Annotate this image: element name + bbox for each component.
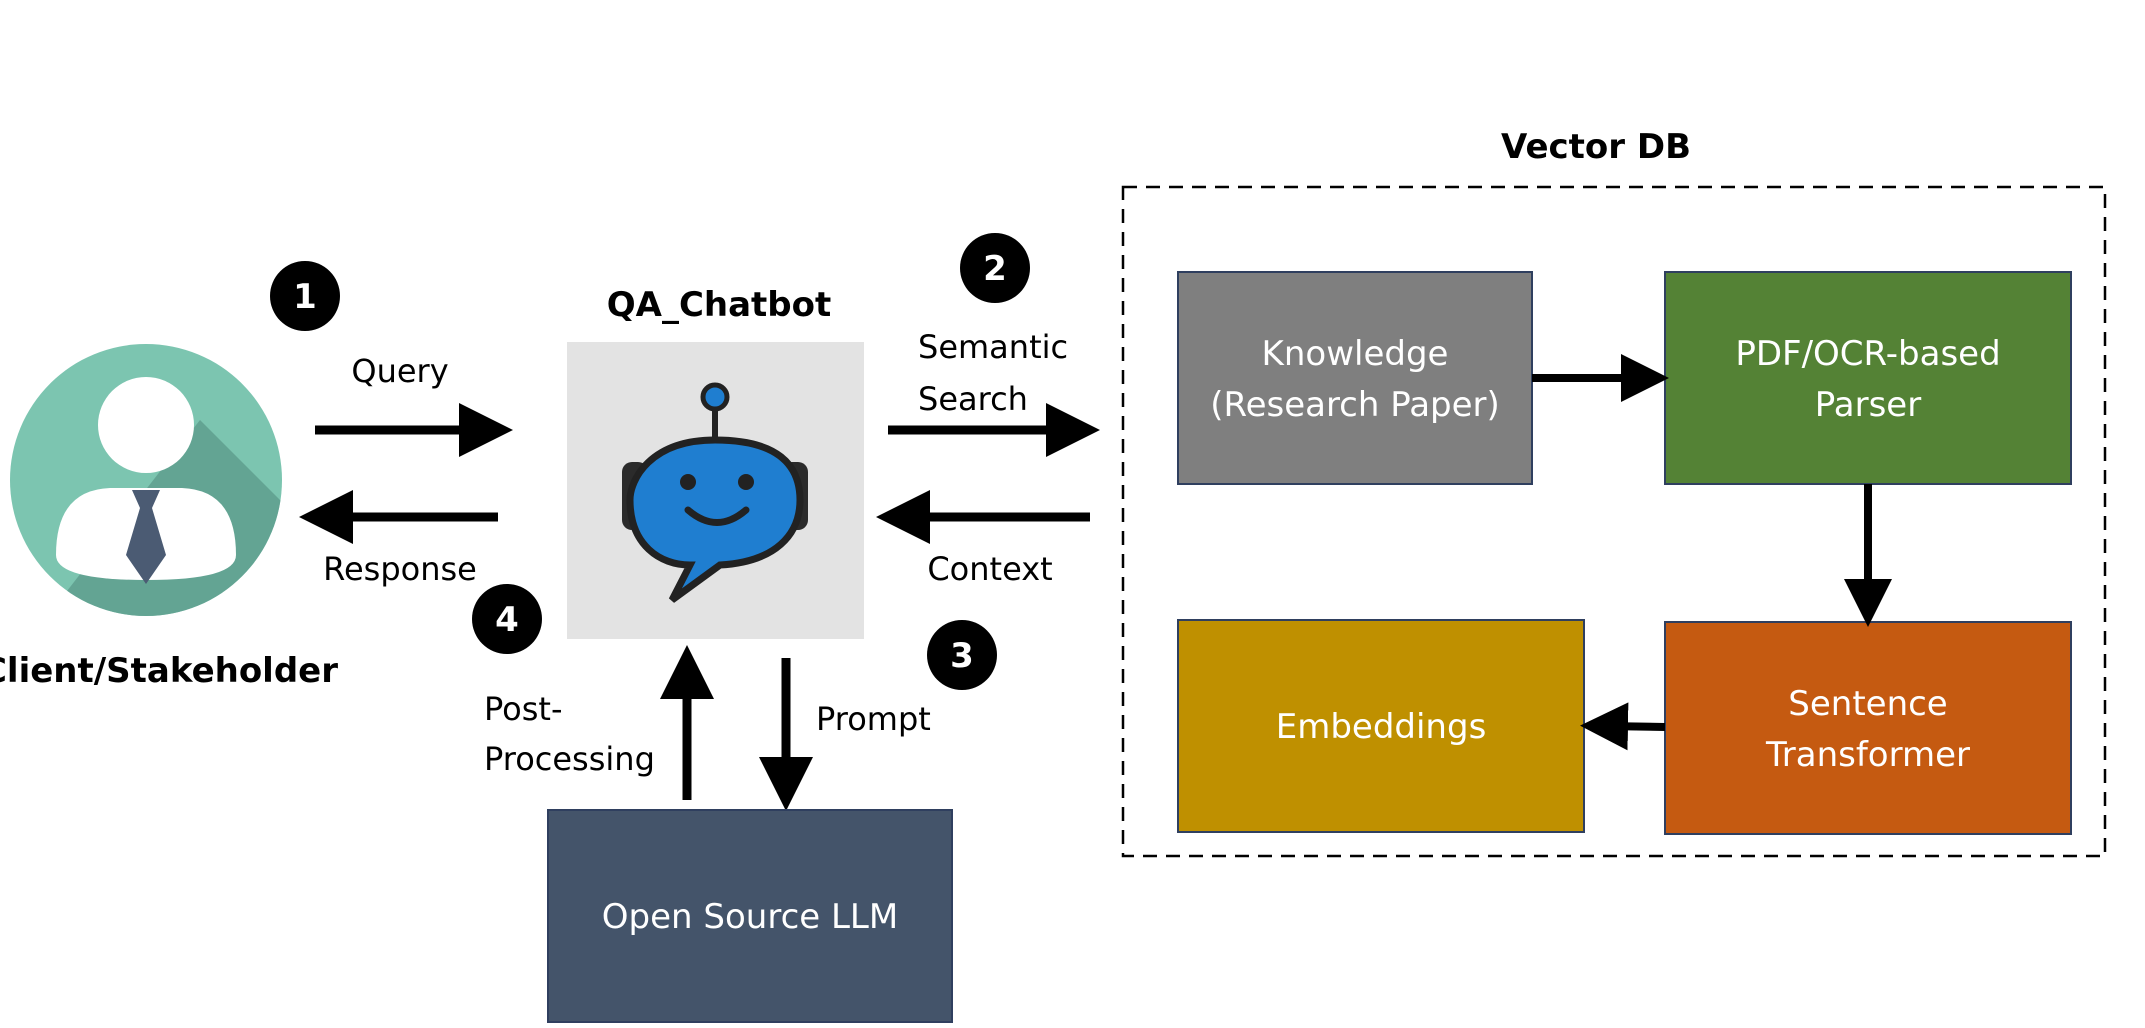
- svg-text:1: 1: [293, 277, 317, 317]
- embeddings-label: Embeddings: [1276, 707, 1487, 747]
- robot-chatbot-icon: [622, 382, 808, 603]
- context-label: Context: [927, 550, 1052, 588]
- query-label: Query: [351, 352, 448, 390]
- client-avatar-icon: [10, 344, 282, 616]
- sentence-transformer-box: [1664, 621, 2072, 835]
- chatbot-label: QA_Chatbot: [607, 285, 832, 325]
- vector-db-container: [1121, 185, 2107, 858]
- svg-text:4: 4: [495, 600, 519, 640]
- post-processing-label-line2: Processing: [484, 740, 655, 778]
- embeddings-box: [1177, 619, 1585, 833]
- llm-label: Open Source LLM: [602, 897, 898, 937]
- semantic-search-label-line2: Search: [918, 380, 1028, 418]
- sentence-transformer-label-line1: Sentence: [1788, 684, 1947, 724]
- vector-db-label: Vector DB: [1501, 127, 1691, 167]
- parser-label-line2: Parser: [1815, 385, 1921, 425]
- prompt-label: Prompt: [816, 700, 931, 738]
- response-label: Response: [323, 550, 477, 588]
- step-badge-3: 3: [927, 620, 997, 690]
- parser-label-line1: PDF/OCR-based: [1735, 334, 2000, 374]
- svg-text:3: 3: [950, 636, 974, 676]
- client-label: Client/Stakeholder: [0, 651, 338, 691]
- semantic-search-label-line1: Semantic: [918, 328, 1068, 366]
- step-badge-1: 1: [270, 261, 340, 331]
- transformer-to-embeddings-arrow: [1580, 702, 1666, 751]
- knowledge-label-line2: (Research Paper): [1210, 385, 1500, 425]
- sentence-transformer-label-line2: Transformer: [1765, 735, 1970, 775]
- post-processing-label-line1: Post-: [484, 690, 563, 728]
- knowledge-label-line1: Knowledge: [1262, 334, 1449, 374]
- llm-box: [547, 809, 953, 1023]
- step-badge-2: 2: [960, 233, 1030, 303]
- step-badge-4: 4: [472, 584, 542, 654]
- parser-box: [1664, 271, 2072, 485]
- knowledge-box: [1177, 271, 1533, 485]
- svg-text:2: 2: [983, 249, 1007, 289]
